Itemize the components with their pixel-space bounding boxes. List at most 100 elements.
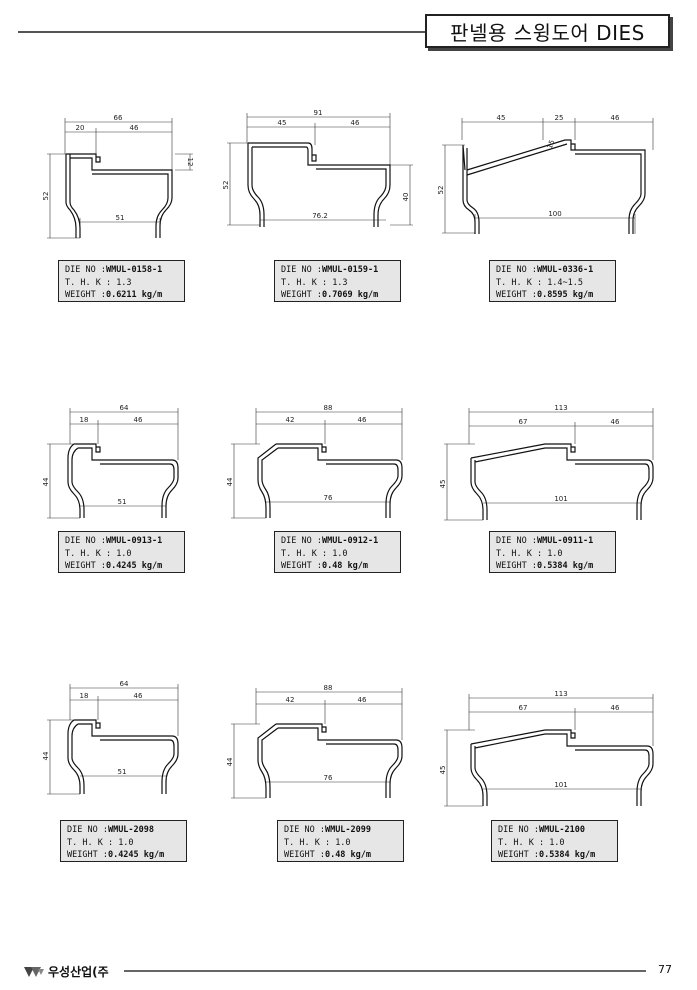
thk-label: T. H. K :: [496, 548, 543, 559]
die-no-label: DIE NO :: [65, 265, 106, 275]
dim-label: 15: [546, 139, 557, 150]
thk-value: 1.0: [332, 548, 348, 559]
dim-label: 44: [226, 477, 234, 486]
weight-value: 0.4245 kg/m: [107, 850, 165, 860]
dim-label: 45: [278, 119, 287, 127]
dim-label: 64: [120, 404, 129, 412]
die-no-value: WMUL-2098: [107, 825, 155, 835]
weight-value: 0.6211 kg/m: [105, 290, 163, 300]
thk-label: T. H. K :: [65, 548, 112, 559]
die-no-label: DIE NO :: [281, 265, 322, 275]
thk-value: 1.0: [547, 548, 563, 559]
weight-label: WEIGHT :: [496, 561, 537, 571]
die-no-label: DIE NO :: [67, 825, 108, 835]
weight-label: WEIGHT :: [498, 850, 539, 860]
dim-label: 113: [554, 404, 567, 412]
thk-value: 1.3: [332, 277, 348, 288]
dim-label: 46: [351, 119, 360, 127]
weight-label: WEIGHT :: [281, 561, 322, 571]
dim-label: 76: [324, 774, 333, 782]
thk-value: 1.4~1.5: [547, 277, 584, 288]
die-no-label: DIE NO :: [496, 265, 537, 275]
dim-label: 46: [130, 124, 139, 132]
thk-label: T. H. K :: [498, 837, 545, 848]
die-profile-drawing: 64 18 46 44 51: [30, 676, 210, 805]
dim-label: 113: [554, 690, 567, 698]
weight-label: WEIGHT :: [65, 561, 106, 571]
dim-label: 45: [497, 114, 506, 122]
die-profile-drawing: 113 67 46 45 101: [435, 686, 665, 815]
die-no-label: DIE NO :: [284, 825, 325, 835]
die-profile-drawing: 45 25 46 52 100 15: [435, 110, 665, 249]
thk-label: T. H. K :: [65, 277, 112, 288]
dim-label: 44: [42, 477, 50, 486]
die-profile-drawing: 113 67 46 45 101: [435, 400, 665, 529]
dim-label: 18: [80, 416, 89, 424]
weight-value: 0.48 kg/m: [321, 561, 369, 571]
dim-label: 46: [611, 418, 620, 426]
dim-label: 52: [222, 181, 230, 190]
die-spec-box: DIE NO :WMUL-0912-1 T. H. K : 1.0 WEIGHT…: [274, 531, 401, 573]
dim-label: 100: [548, 210, 561, 218]
die-spec-box: DIE NO :WMUL-2099 T. H. K : 1.0 WEIGHT :…: [277, 820, 404, 862]
dim-label: 52: [437, 186, 445, 195]
weight-value: 0.4245 kg/m: [105, 561, 163, 571]
dim-label: 46: [611, 114, 620, 122]
die-no-value: WMUL-2099: [324, 825, 372, 835]
dim-label: 46: [358, 416, 367, 424]
dim-label: 64: [120, 680, 129, 688]
dim-label: 101: [554, 495, 567, 503]
thk-value: 1.0: [116, 548, 132, 559]
thk-label: T. H. K :: [496, 277, 543, 288]
thk-value: 1.0: [335, 837, 351, 848]
thk-value: 1.0: [118, 837, 134, 848]
die-spec-box: DIE NO :WMUL-0336-1 T. H. K : 1.4~1.5 WE…: [489, 260, 616, 302]
dim-label: 88: [324, 684, 333, 692]
weight-label: WEIGHT :: [281, 290, 322, 300]
footer-rule: [124, 970, 646, 972]
dim-label: 46: [611, 704, 620, 712]
die-no-label: DIE NO :: [498, 825, 539, 835]
thk-value: 1.0: [549, 837, 565, 848]
dim-label: 42: [286, 416, 295, 424]
dim-label: 76: [324, 494, 333, 502]
dim-label: 18: [80, 692, 89, 700]
dim-label: 40: [402, 193, 410, 202]
dim-label: 20: [76, 124, 85, 132]
dim-label: 46: [358, 696, 367, 704]
dim-label: 88: [324, 404, 333, 412]
die-spec-box: DIE NO :WMUL-0913-1 T. H. K : 1.0 WEIGHT…: [58, 531, 185, 573]
dim-label: 44: [226, 757, 234, 766]
die-no-value: WMUL-0336-1: [536, 265, 594, 275]
die-no-value: WMUL-2100: [538, 825, 586, 835]
die-profile-drawing: 64 18 46 44 51: [30, 400, 210, 529]
thk-value: 1.3: [116, 277, 132, 288]
die-no-label: DIE NO :: [281, 536, 322, 546]
dim-label: 51: [116, 214, 125, 222]
dim-label: 52: [42, 192, 50, 201]
dim-label: 76.2: [312, 212, 328, 220]
die-spec-box: DIE NO :WMUL-2098 T. H. K : 1.0 WEIGHT :…: [60, 820, 187, 862]
die-no-value: WMUL-0913-1: [105, 536, 163, 546]
company-name: 우성산업(주: [48, 965, 109, 979]
dim-label: 46: [134, 416, 143, 424]
die-profile-drawing: 66 20 46 12 52 51: [30, 110, 210, 249]
die-spec-box: DIE NO :WMUL-0159-1 T. H. K : 1.3 WEIGHT…: [274, 260, 401, 302]
die-profile-drawing: 88 42 46 44 76: [220, 400, 420, 529]
dim-label: 12: [186, 158, 194, 167]
weight-label: WEIGHT :: [496, 290, 537, 300]
die-no-label: DIE NO :: [496, 536, 537, 546]
weight-value: 0.5384 kg/m: [536, 561, 594, 571]
dim-label: 91: [314, 109, 323, 117]
die-no-value: WMUL-0911-1: [536, 536, 594, 546]
header-rule: [18, 31, 425, 33]
die-no-value: WMUL-0912-1: [321, 536, 379, 546]
weight-value: 0.8595 kg/m: [536, 290, 594, 300]
dim-label: 51: [118, 768, 127, 776]
die-spec-box: DIE NO :WMUL-0911-1 T. H. K : 1.0 WEIGHT…: [489, 531, 616, 573]
dim-label: 67: [519, 418, 528, 426]
dim-label: 25: [555, 114, 564, 122]
dim-label: 46: [134, 692, 143, 700]
die-no-value: WMUL-0159-1: [321, 265, 379, 275]
dim-label: 67: [519, 704, 528, 712]
